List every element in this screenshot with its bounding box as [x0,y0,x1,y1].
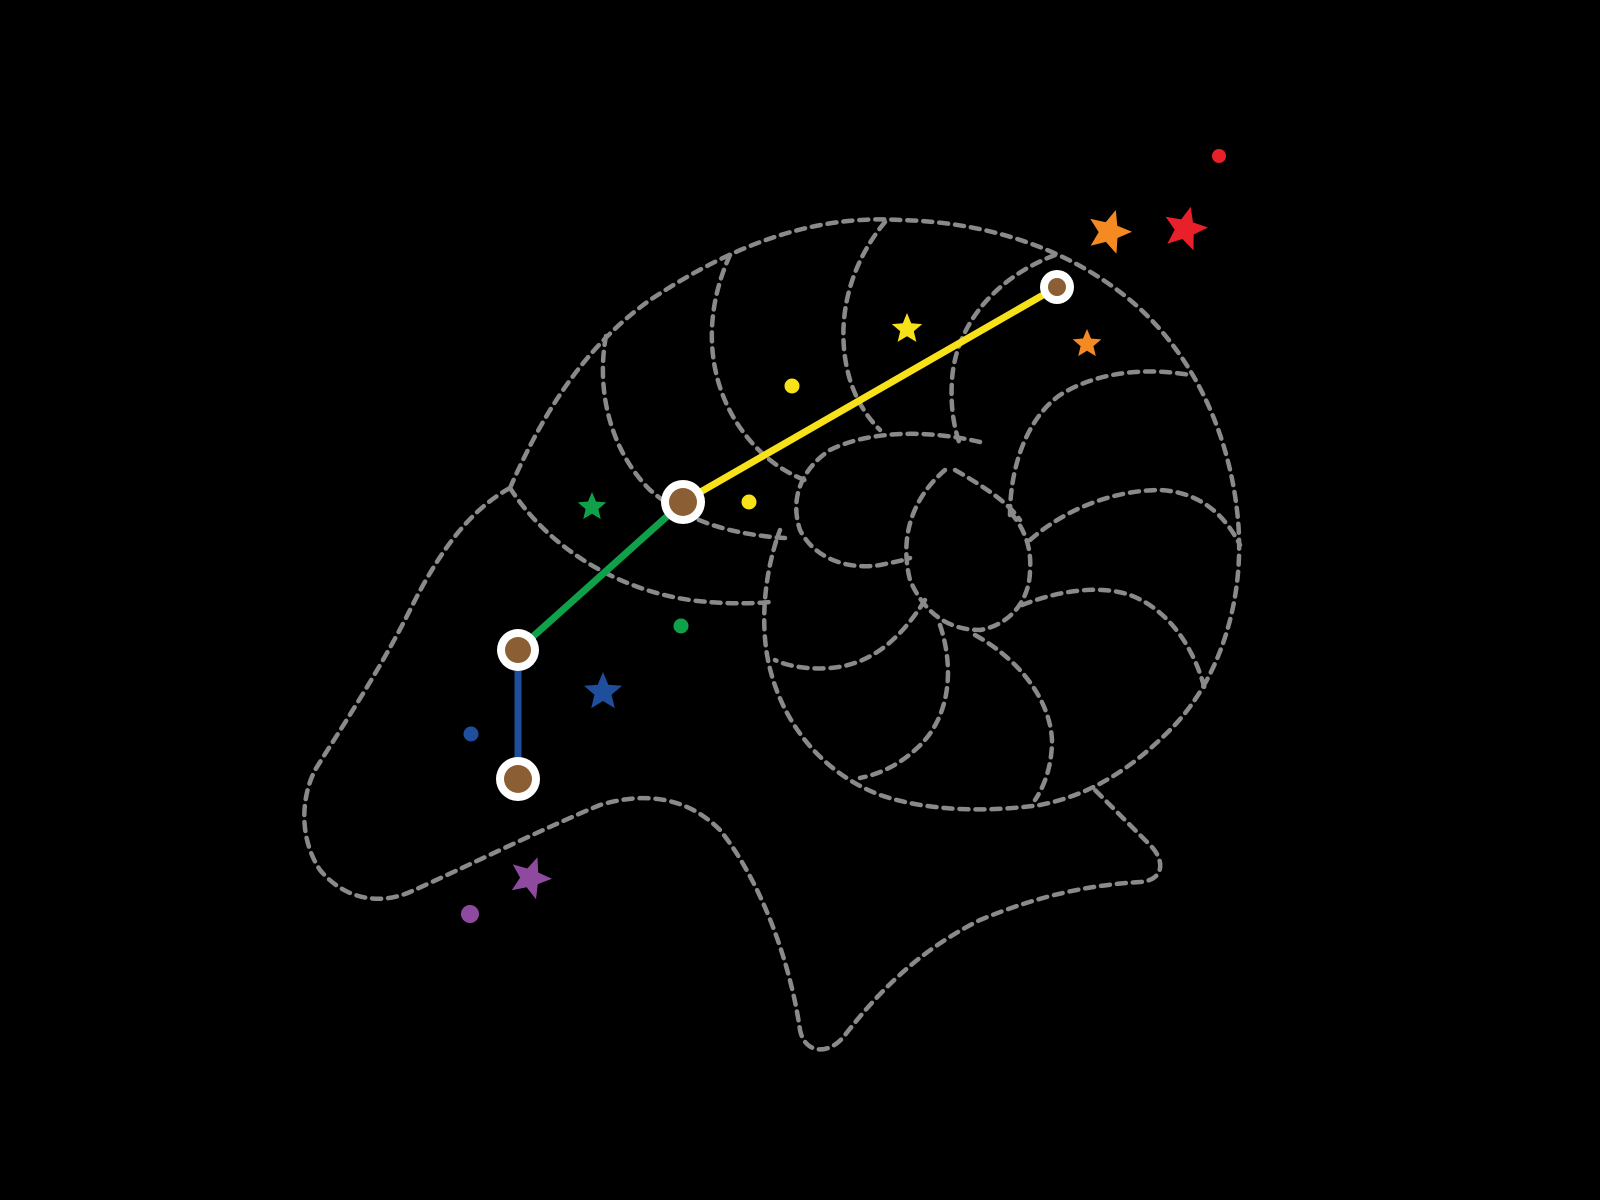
orange-star-marker [1072,329,1102,357]
link-green [514,498,687,654]
red-star-marker [1165,206,1208,251]
pathway-nodes [496,270,1074,801]
link-yellow [679,283,1061,506]
yellow-dot-marker [741,494,757,510]
sulcus-10 [1019,587,1208,693]
red-dot-marker [1212,149,1226,163]
sulcus-9 [1027,487,1243,548]
node-4-core [504,765,532,793]
node-4 [496,757,540,801]
cortex-outline [507,217,1242,812]
node-3-core [505,637,531,663]
sulcus-12 [772,597,928,671]
purple-dot-marker [461,905,479,923]
blue-dot-marker [463,726,479,742]
sulcus-13 [857,622,951,781]
sulcus-7 [904,467,1033,633]
yellow-star-marker [891,313,923,342]
outer-contour [302,485,1163,1052]
sulcus-14 [972,632,1055,803]
brain-outline [302,217,1243,1052]
purple-star-marker [511,857,552,900]
green-dot-marker [673,618,689,634]
sulcus-11 [952,467,1023,523]
sulcus-3 [841,219,888,433]
yellow-dot-marker [784,378,800,394]
node-3 [497,629,539,671]
node-2 [661,480,705,524]
sulcus-8 [1007,369,1193,518]
sulcus-5 [507,485,773,606]
orange-star-marker [1090,210,1132,254]
sulcus-4 [949,252,1058,448]
node-2-core [669,488,697,516]
markers [461,149,1226,923]
green-star-marker [577,492,607,520]
sulcus-2 [709,252,813,485]
node-1-core [1048,278,1066,296]
node-1 [1040,270,1074,304]
blue-star-marker [584,672,622,709]
sulcus-1 [600,333,788,541]
sulcus-6 [794,431,983,569]
